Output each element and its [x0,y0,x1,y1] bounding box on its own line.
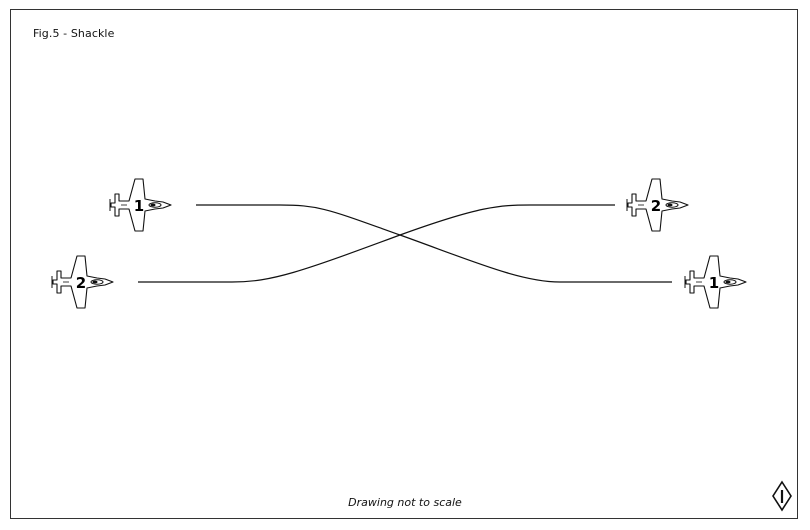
jet-number-label: 2 [76,274,86,292]
diamond-info-logo-icon [772,480,792,512]
jet-number-label: 2 [651,197,661,215]
footnote: Drawing not to scale [348,496,462,509]
jet-right-lower: 1 [684,255,747,309]
jet-right-upper: 2 [626,178,689,232]
jet-left-lower: 2 [51,255,114,309]
jet-number-label: 1 [709,274,719,292]
flight-path-jet-2 [138,204,615,283]
jet-number-label: 1 [134,197,144,215]
flight-path-jet-1 [196,204,672,283]
jet-left-upper: 1 [109,178,172,232]
figure-frame [10,9,798,519]
figure-title: Fig.5 - Shackle [33,27,115,40]
